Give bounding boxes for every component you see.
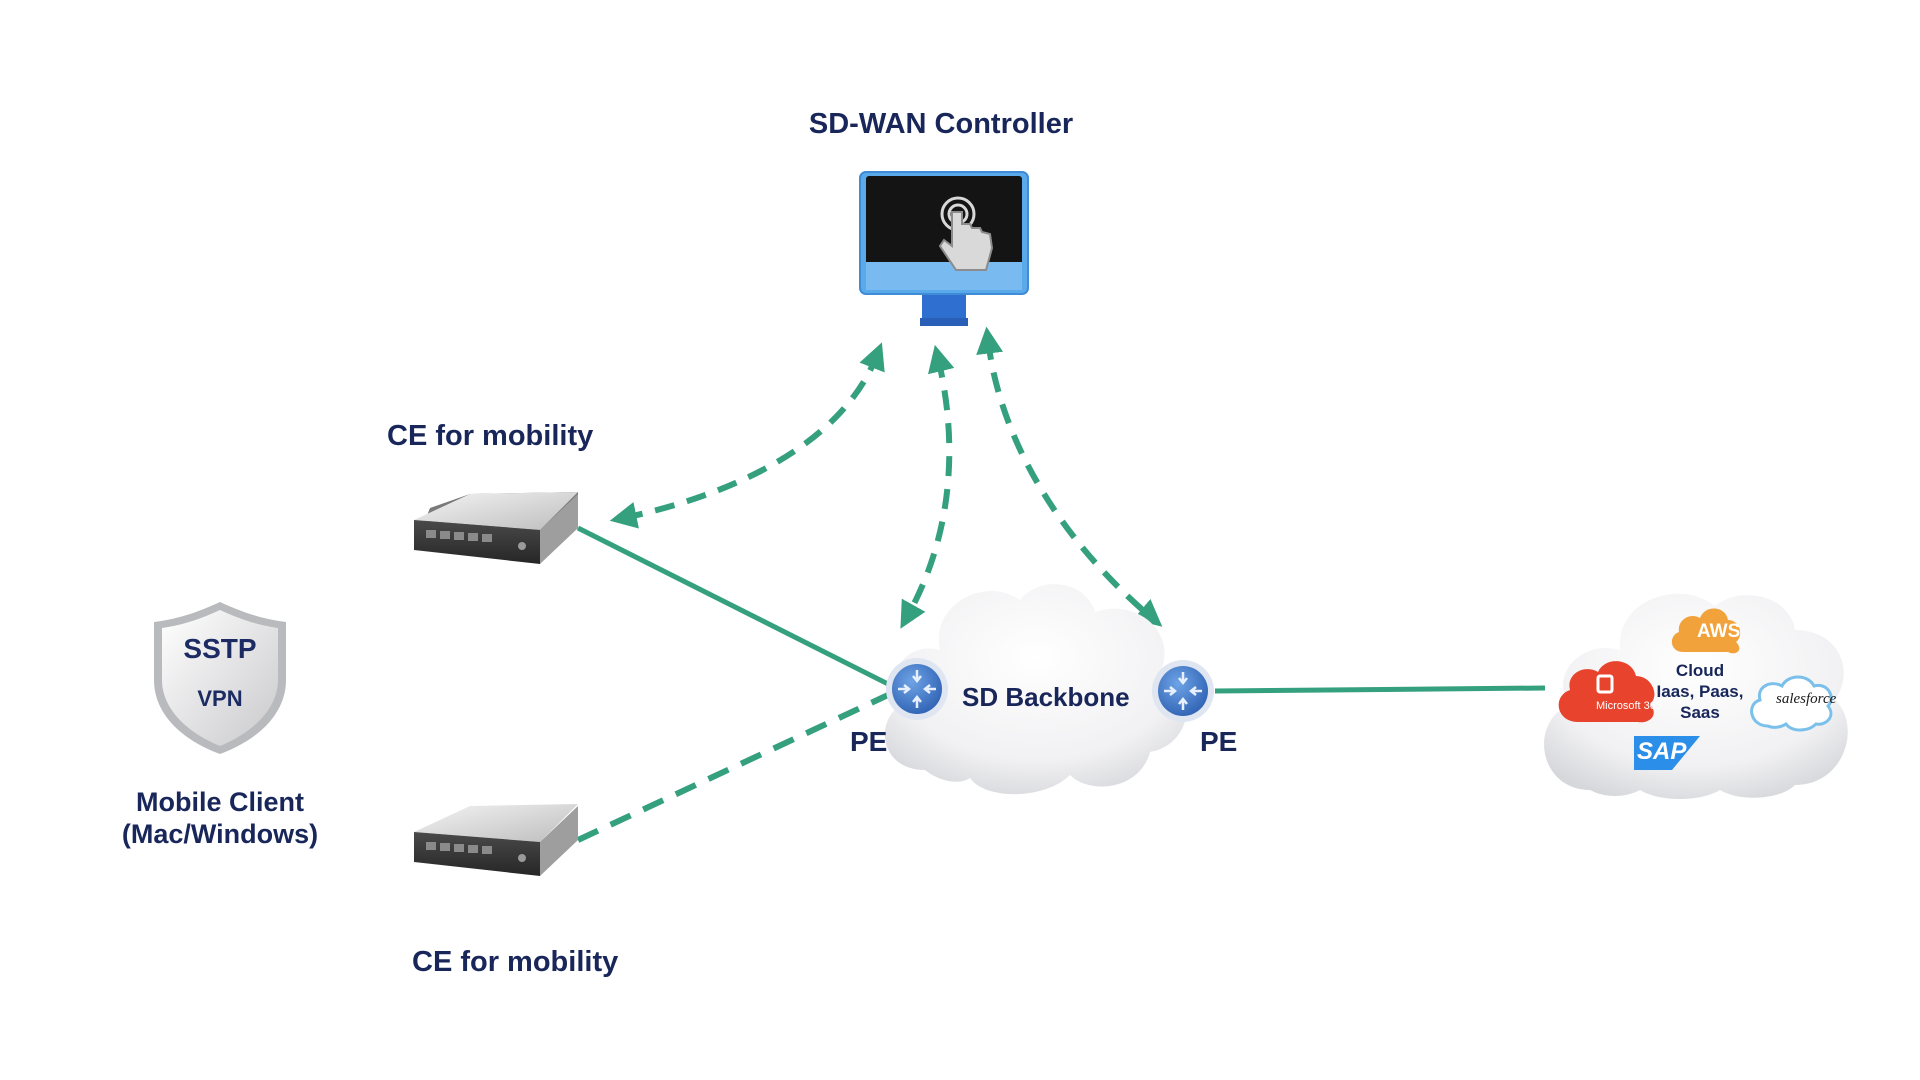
aws-logo-text: AWS [1697, 621, 1741, 642]
cloud-services-label: Cloud Iaas, Paas, Saas [1657, 660, 1744, 723]
pe-right-label: PE [1200, 726, 1238, 757]
controller-link-pe-left [900, 344, 955, 629]
ce-bottom-switch-icon [414, 804, 578, 876]
vpn-shield-icon [154, 602, 286, 754]
controller-title: SD-WAN Controller [808, 108, 1074, 140]
touch-hand-icon [938, 196, 994, 271]
sap-logo-text: SAP [1637, 738, 1687, 765]
services-cloud-icon [1544, 593, 1848, 799]
cloud-line1: Cloud [1675, 661, 1725, 680]
mobile-client-line2: (Mac/Windows) [121, 819, 319, 849]
sap-logo-icon [1634, 736, 1700, 770]
microsoft-365-logo-icon [1558, 661, 1655, 723]
ce-top-switch-icon [414, 492, 578, 564]
microsoft-logo-text: Microsoft 365 [1596, 700, 1663, 712]
backbone-label: SD Backbone [962, 682, 1130, 712]
ce-top-label: CE for mobility [387, 420, 594, 452]
mobile-client-label: Mobile Client (Mac/Windows) [122, 786, 318, 850]
shield-subtitle: VPN [197, 686, 243, 711]
salesforce-logo-icon [1750, 675, 1833, 732]
salesforce-logo-text: salesforce [1776, 691, 1837, 707]
backbone-cloud-icon [884, 584, 1188, 795]
controller-monitor-icon [859, 171, 1029, 326]
controller-link-pe-right [976, 326, 1163, 627]
controller-link-ce-top [609, 342, 885, 529]
mobile-client-line1: Mobile Client [135, 787, 304, 817]
ce-bottom-label: CE for mobility [412, 946, 619, 978]
link-ce-bottom-to-pe-dashed [576, 692, 890, 843]
link-ce-top-to-pe [576, 525, 894, 689]
cloud-line2: Iaas, Paas, [1656, 682, 1744, 701]
link-pe-to-cloud [1214, 685, 1546, 694]
pe-right-router-icon [1152, 660, 1214, 722]
pe-left-label: PE [850, 726, 888, 757]
shield-title: SSTP [183, 633, 257, 664]
aws-logo-icon [1671, 608, 1741, 654]
cloud-line3: Saas [1680, 703, 1720, 722]
pe-left-router-icon [886, 658, 948, 720]
